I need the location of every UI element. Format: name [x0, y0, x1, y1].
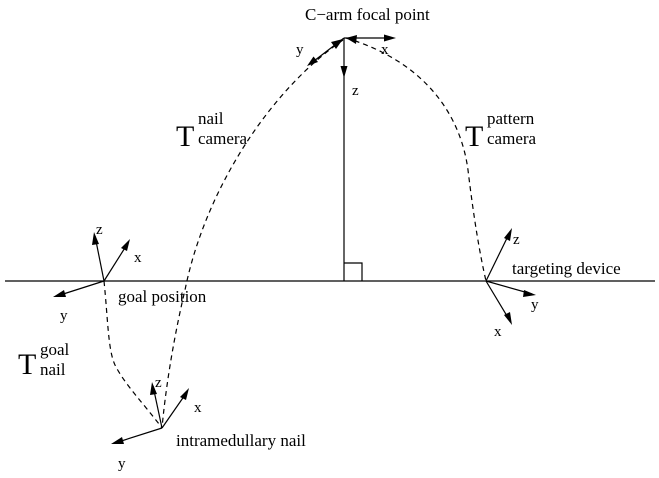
pattern-camera-arrowhead: [346, 35, 357, 44]
t-pattern-camera-label: T pattern camera: [465, 109, 537, 153]
t-goal-nail-subscript: nail: [40, 360, 66, 379]
goal-x-arrowhead: [121, 239, 130, 251]
t-goal-nail-superscript: goal: [40, 340, 70, 359]
focal-x-arrowhead: [384, 34, 396, 42]
focal-y-label: y: [296, 42, 304, 58]
goal-y-label: y: [60, 308, 68, 324]
nail-z-arrowhead: [150, 382, 157, 395]
right-angle-mark: [344, 262, 363, 281]
nail-camera-arrowhead: [331, 39, 343, 49]
focal-z-label: z: [352, 83, 359, 99]
target-x-label: x: [494, 324, 502, 340]
nail-x-arrowhead: [180, 388, 189, 400]
targeting-device-label: targeting device: [512, 259, 621, 278]
pattern-camera-curve: [345, 37, 487, 282]
target-z-label: z: [513, 232, 520, 248]
t-goal-nail-label: T goal nail: [18, 340, 70, 381]
nail-x-label: x: [194, 400, 202, 416]
nail-camera-curve: [161, 39, 344, 429]
goal-position-label: goal position: [118, 287, 207, 306]
t-pattern-camera-superscript: pattern: [487, 109, 535, 128]
target-z-arrowhead: [504, 228, 512, 241]
nail-z-label: z: [155, 375, 162, 391]
t-nail-camera-symbol: T: [176, 120, 194, 153]
nail-y-label: y: [118, 456, 126, 472]
goal-y-arrowhead: [53, 290, 66, 297]
t-pattern-camera-subscript: camera: [487, 129, 537, 148]
t-nail-camera-label: T nail camera: [176, 109, 248, 153]
focal-x-label: x: [381, 42, 389, 58]
focal-z-arrowhead: [340, 66, 348, 78]
t-goal-nail-symbol: T: [18, 348, 36, 381]
target-y-arrowhead: [523, 290, 536, 297]
nail-y-arrowhead: [111, 437, 124, 444]
intramedullary-nail-label: intramedullary nail: [176, 431, 306, 450]
target-y-label: y: [531, 297, 539, 313]
t-nail-camera-subscript: camera: [198, 129, 248, 148]
t-nail-camera-superscript: nail: [198, 109, 224, 128]
goal-nail-curve: [103, 280, 163, 429]
target-z-axis: [485, 231, 511, 282]
target-x-arrowhead: [504, 312, 512, 325]
focal-y-arrowhead: [307, 56, 318, 66]
goal-z-label: z: [96, 222, 103, 238]
goal-z-arrowhead: [92, 232, 99, 245]
goal-x-label: x: [134, 250, 142, 266]
t-pattern-camera-symbol: T: [465, 120, 483, 153]
focal-point-label: C−arm focal point: [305, 5, 430, 24]
